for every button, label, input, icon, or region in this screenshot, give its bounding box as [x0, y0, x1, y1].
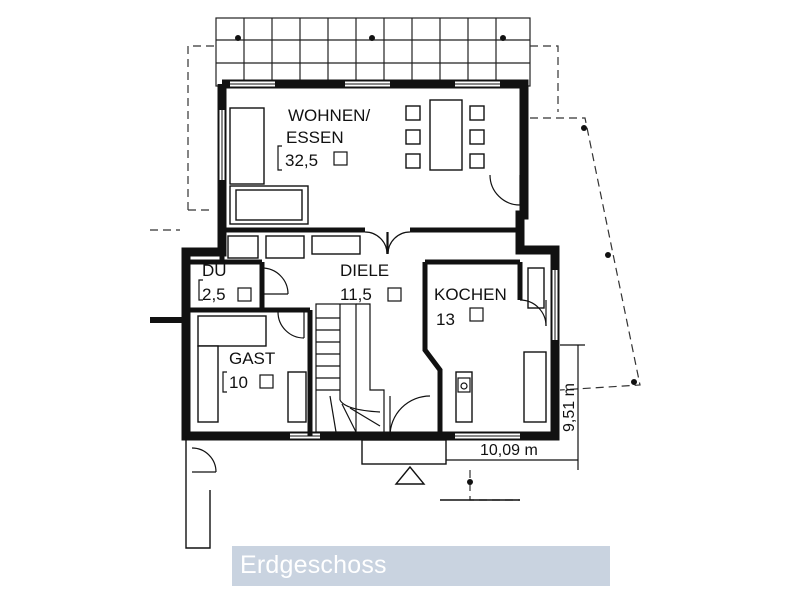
kochen-label: KOCHEN — [434, 285, 507, 304]
floor-title-banner: Erdgeschoss — [232, 546, 610, 586]
essen-label: ESSEN — [286, 128, 344, 147]
depth-dimension: 9,51 m — [561, 383, 578, 432]
entrance — [361, 439, 447, 485]
entrance-canopy — [185, 436, 520, 549]
furniture — [197, 99, 547, 423]
terrace-grid — [215, 17, 531, 87]
doors — [191, 174, 547, 473]
width-dimension: 10,09 m — [480, 442, 538, 459]
dimension-lines — [446, 344, 585, 470]
staircase — [315, 303, 385, 433]
diele-area: 11,5 — [340, 285, 372, 304]
window-lines — [221, 83, 556, 437]
terrace-posts — [235, 35, 506, 41]
stove-rings — [457, 377, 471, 393]
floor-title: Erdgeschoss — [240, 551, 387, 579]
gast-label: GAST — [229, 349, 275, 368]
area-boxes — [237, 151, 484, 389]
gast-area: 10 — [229, 373, 248, 392]
interior-walls — [186, 227, 523, 436]
area-brackets — [198, 145, 282, 393]
wohnen-label: WOHNEN/ — [288, 106, 370, 125]
kochen-area: 13 — [436, 310, 455, 329]
diele-label: DIELE — [340, 261, 389, 280]
roof-posts — [467, 125, 637, 485]
wohnen-area: 32,5 — [285, 151, 318, 170]
du-area: 2,5 — [202, 285, 226, 304]
du-label: DU — [202, 261, 227, 280]
